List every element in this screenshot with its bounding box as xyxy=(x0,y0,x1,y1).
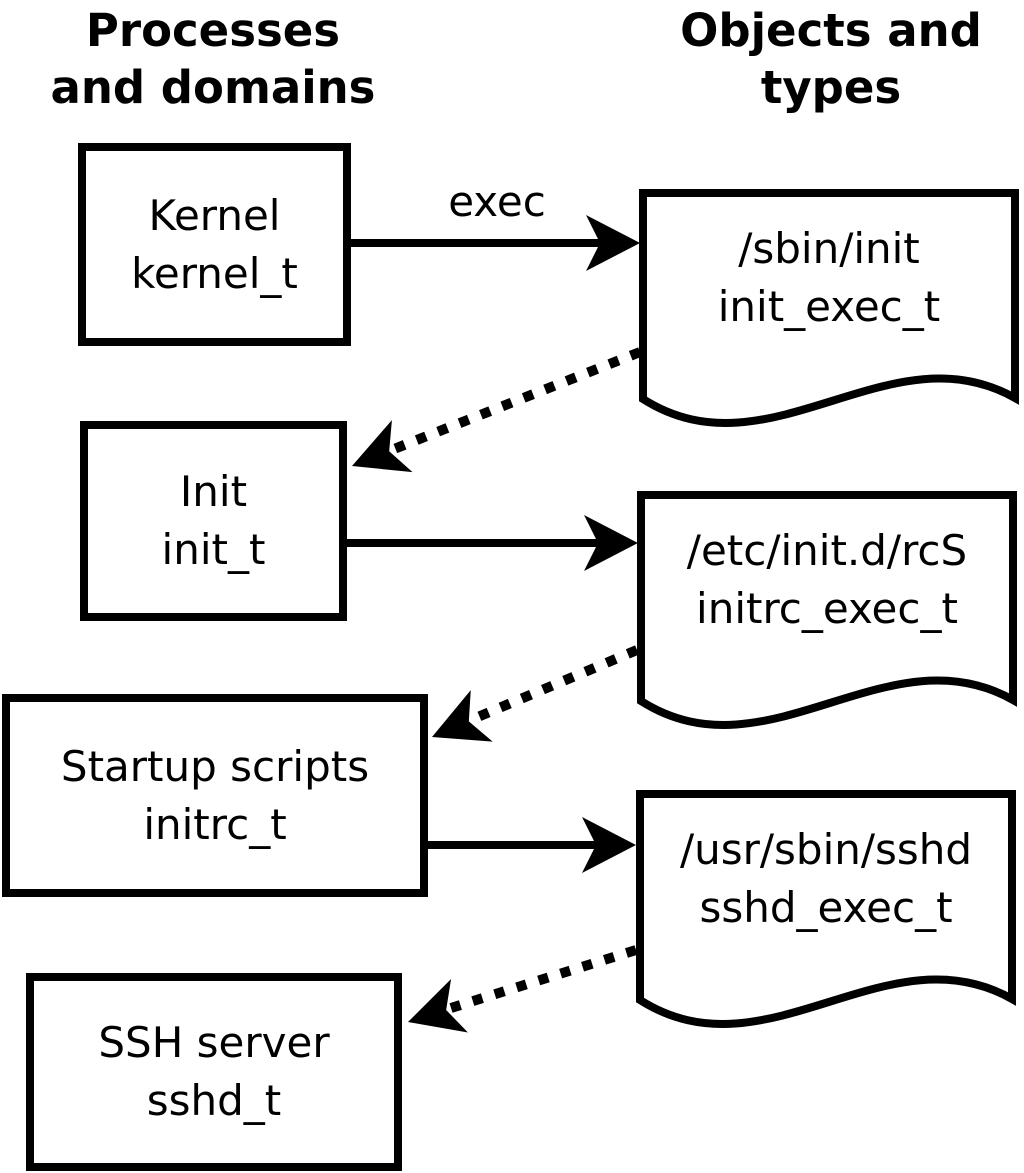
process-name: Startup scripts xyxy=(60,741,370,791)
transition-arrow-initrc-exec-to-initrc xyxy=(432,645,639,742)
object-path: /etc/init.d/rcS xyxy=(686,526,968,575)
header-line: Processes xyxy=(85,4,341,57)
transition-arrow-init-exec-to-init xyxy=(352,347,642,473)
process-node-init: Init init_t xyxy=(80,421,347,621)
object-type: init_exec_t xyxy=(717,282,941,331)
process-node-startup-scripts: Startup scripts initrc_t xyxy=(2,694,428,897)
process-type: initrc_t xyxy=(143,799,287,849)
header-line: types xyxy=(760,61,902,114)
edge-label-exec: exec xyxy=(448,177,546,226)
process-node-kernel: Kernel kernel_t xyxy=(78,143,351,346)
transition-arrow-sshd-exec-to-sshd xyxy=(408,945,638,1033)
process-name: SSH server xyxy=(98,1018,330,1067)
object-node-sbin-init: /sbin/init init_exec_t xyxy=(639,189,1019,439)
process-type: init_t xyxy=(161,525,266,574)
column-header-processes: Processes and domains xyxy=(13,2,413,116)
process-name: Init xyxy=(179,467,248,516)
exec-arrow-init-to-initrc-exec xyxy=(347,515,638,571)
header-line: Objects and xyxy=(680,4,982,57)
object-type: sshd_exec_t xyxy=(699,883,953,932)
object-node-etc-initd-rcs: /etc/init.d/rcS initrc_exec_t xyxy=(637,491,1017,741)
process-type: kernel_t xyxy=(131,248,298,298)
header-line: and domains xyxy=(50,61,376,114)
object-type: initrc_exec_t xyxy=(696,584,958,633)
document-shape-icon xyxy=(636,790,1016,1028)
exec-arrow-initrc-to-sshd-exec xyxy=(428,817,636,873)
object-path: /usr/sbin/sshd xyxy=(679,825,973,874)
object-node-usr-sbin-sshd: /usr/sbin/sshd sshd_exec_t xyxy=(636,790,1016,1040)
document-shape-icon xyxy=(639,189,1019,427)
column-header-objects: Objects and types xyxy=(631,2,1024,116)
document-shape-icon xyxy=(637,491,1017,729)
process-node-ssh-server: SSH server sshd_t xyxy=(26,973,402,1171)
object-path: /sbin/init xyxy=(738,224,920,273)
process-name: Kernel xyxy=(148,190,281,240)
process-type: sshd_t xyxy=(146,1076,282,1125)
